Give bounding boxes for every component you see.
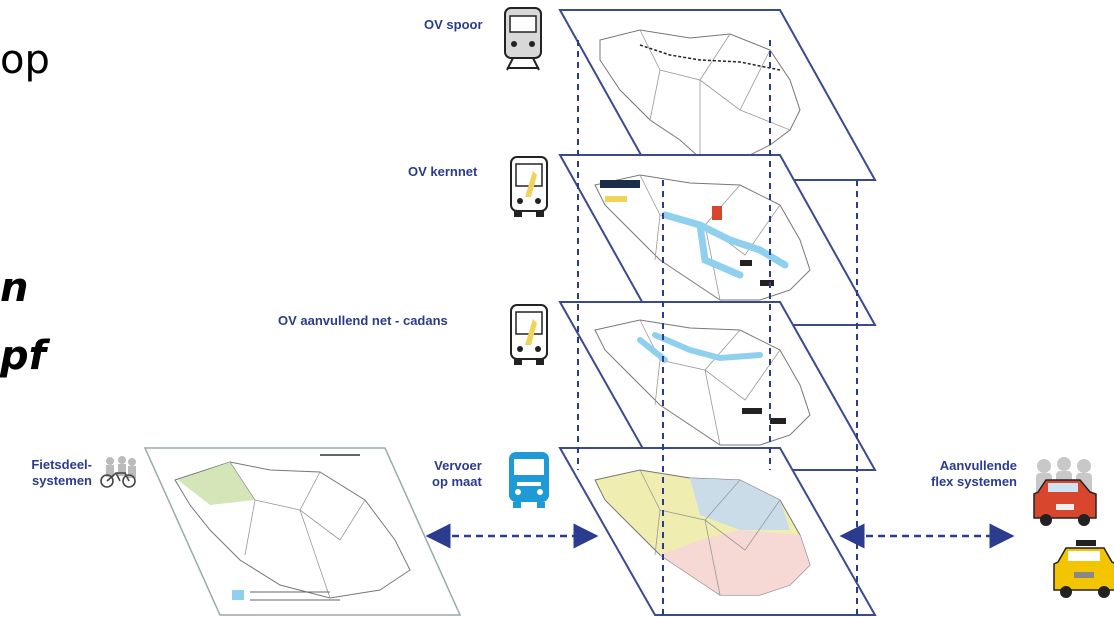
taxi-yellow-icon xyxy=(1053,540,1114,598)
fietsdeel-label: Fietsdeel- systemen xyxy=(14,457,92,489)
vervoer-line-2: op maat xyxy=(432,474,482,489)
layer-label-ov-aanvullend: OV aanvullend net - cadans xyxy=(278,313,448,328)
taxi-icon xyxy=(1033,457,1097,526)
layer-vervoer-op-maat xyxy=(558,447,877,616)
bus-icon-kernnet xyxy=(510,156,548,217)
slide-text-fragment-1: op xyxy=(0,37,50,83)
panel-fietsdeelsystemen xyxy=(143,447,462,616)
slide-text-fragment-2: n xyxy=(0,265,29,311)
train-icon xyxy=(504,7,542,71)
fietsdeel-line-1: Fietsdeel- xyxy=(31,457,92,472)
layer-ov-kernnet xyxy=(558,154,877,326)
bus-icon-aanvullend xyxy=(510,304,548,365)
bus-icon-vervoer xyxy=(509,452,549,508)
flex-line-1: Aanvullende xyxy=(939,458,1017,473)
layer-label-ov-spoor: OV spoor xyxy=(424,17,483,32)
layer-label-vervoer-op-maat: Vervoer op maat xyxy=(432,458,482,490)
slide-text-fragment-3: pf xyxy=(0,333,47,379)
layer-label-ov-kernnet: OV kernnet xyxy=(408,164,478,179)
vervoer-line-1: Vervoer xyxy=(434,458,482,473)
stack-connectors xyxy=(577,40,858,615)
layer-ov-aanvullend xyxy=(558,301,877,471)
flex-line-2: flex systemen xyxy=(931,474,1017,489)
fietsdeel-line-2: systemen xyxy=(32,473,92,488)
layer-ov-spoor xyxy=(558,9,877,181)
flex-systemen-label: Aanvullende flex systemen xyxy=(903,458,1017,490)
bicycle-icon xyxy=(100,456,136,488)
